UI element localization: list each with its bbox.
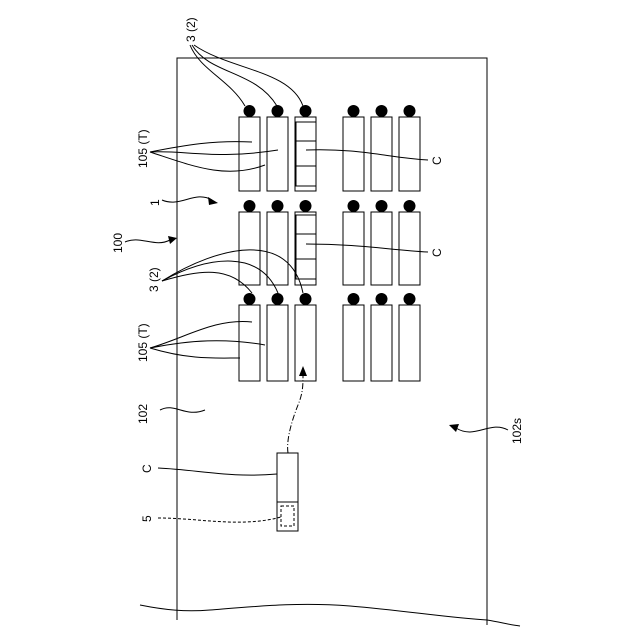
label-C-cart: C (140, 464, 154, 473)
mobile-cart-body (277, 453, 298, 502)
floor-outline (177, 58, 487, 625)
processing-unit-r3-u4 (343, 305, 364, 381)
port-dot-r1-u5 (376, 105, 388, 117)
leader-3-2-top-c (194, 45, 303, 106)
leader-105T-bot-c (150, 348, 240, 358)
cart-row2 (296, 215, 316, 279)
label-5: 5 (140, 515, 154, 522)
processing-unit-r3-u5 (371, 305, 392, 381)
processing-unit-r2-u2 (267, 212, 288, 285)
port-dot-r3-u2 (272, 293, 284, 305)
port-dot-r2-u1 (244, 200, 256, 212)
label-102: 102 (136, 404, 150, 424)
processing-unit-r1-u4 (343, 117, 364, 191)
processing-unit-r2-u4 (343, 212, 364, 285)
leader-102s-arrow (449, 424, 459, 432)
port-dot-r2-u6 (404, 200, 416, 212)
port-dot-r3-u6 (404, 293, 416, 305)
leader-102 (160, 408, 205, 413)
label-100: 100 (111, 233, 125, 253)
processing-unit-r2-u1 (239, 212, 260, 285)
port-dot-r1-u1 (244, 105, 256, 117)
leader-1-arrow (208, 197, 218, 205)
processing-unit-r3-u3 (295, 305, 316, 381)
processing-unit-r2-u6 (399, 212, 420, 285)
label-102s: 102s (510, 418, 524, 444)
port-dot-r3-u5 (376, 293, 388, 305)
processing-unit-r1-u6 (399, 117, 420, 191)
label-105T-bottom: 105 (T) (136, 323, 150, 362)
label-C-row2: C (430, 248, 444, 257)
leader-3-2-mid-b (162, 261, 278, 293)
cart-row1 (296, 122, 316, 186)
port-dot-r2-u2 (272, 200, 284, 212)
leader-5 (158, 517, 281, 522)
port-dot-r3-u4 (348, 293, 360, 305)
port-dot-r2-u5 (376, 200, 388, 212)
processing-unit-r3-u6 (399, 305, 420, 381)
label-3-2-top: 3 (2) (184, 17, 198, 42)
leader-100-arrow (168, 236, 177, 244)
leader-3-2-top-b (192, 45, 277, 106)
processing-unit-r3-u2 (267, 305, 288, 381)
port-dot-r1-u4 (348, 105, 360, 117)
port-dot-r1-u2 (272, 105, 284, 117)
port-dot-r1-u6 (404, 105, 416, 117)
leader-105T-bot-a (150, 321, 252, 348)
label-105T-top: 105 (T) (136, 129, 150, 168)
leader-100 (125, 240, 170, 243)
travel-path (288, 375, 303, 453)
label-3-2-mid: 3 (2) (147, 267, 161, 292)
label-C-row1: C (430, 156, 444, 165)
floor-break-line (140, 604, 520, 626)
label-1: 1 (148, 199, 162, 206)
port-dot-r2-u4 (348, 200, 360, 212)
leader-1 (162, 197, 212, 202)
port-dot-r3-u3 (300, 293, 312, 305)
leader-105T-top-a (150, 142, 252, 152)
leader-102s (456, 427, 508, 432)
leader-3-2-top-a (190, 45, 245, 106)
processing-unit-r1-u2 (267, 117, 288, 191)
port-dot-r1-u3 (300, 105, 312, 117)
leader-C-cart (158, 468, 277, 475)
port-dot-r2-u3 (300, 200, 312, 212)
port-dot-r3-u1 (244, 293, 256, 305)
